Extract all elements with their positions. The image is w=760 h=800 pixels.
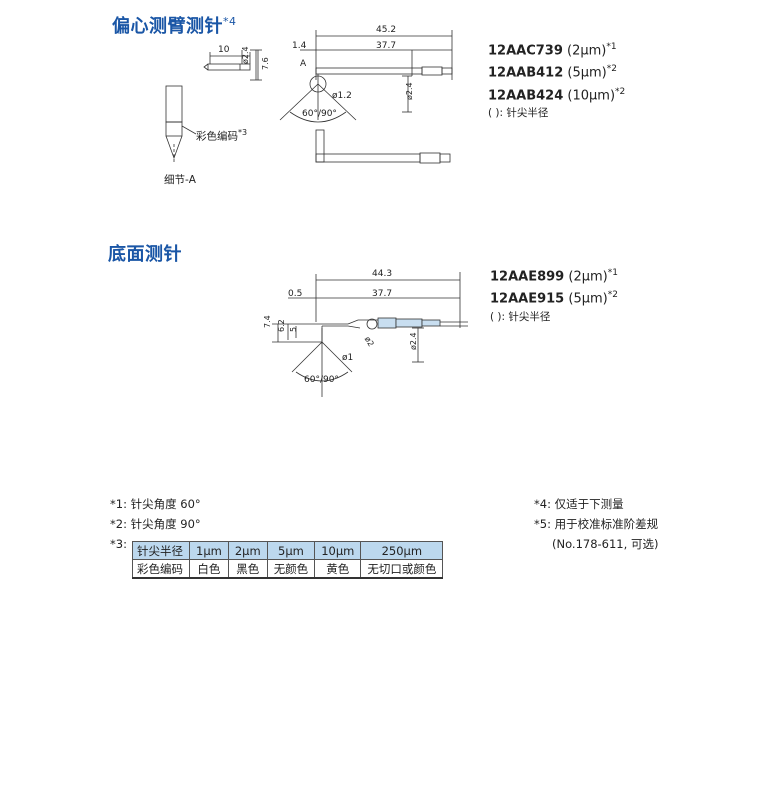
color-code-label-text: 彩色编码 xyxy=(196,130,238,143)
part-spec: (2μm) xyxy=(564,269,608,285)
dim-443: 44.3 xyxy=(372,269,392,279)
dim-62: 6.2 xyxy=(277,319,286,332)
note-mark: *3 xyxy=(110,537,124,551)
tip-radius-legend: ( ): 针尖半径 xyxy=(490,310,551,323)
offset-tip-shaft xyxy=(207,63,251,71)
note-item: *1: 针尖角度 60° xyxy=(110,494,201,514)
part-spec: (2μm) xyxy=(562,43,607,59)
table-cell: 1μm xyxy=(189,541,229,560)
part-code: 12AAE899 xyxy=(490,269,565,285)
note-item: (No.178-611, 可选) xyxy=(534,534,658,554)
dim-5: 5 xyxy=(289,327,298,332)
bottom-part-list: 12AAE899 (2μm)*1 12AAE915 (5μm)*2 ( ): 针… xyxy=(490,264,618,324)
note-item: *2: 针尖角度 90° xyxy=(110,514,201,534)
note-mark: *5 xyxy=(534,517,548,531)
part-number-row: 12AAE899 (2μm)*1 xyxy=(490,264,618,286)
table-cell: 10μm xyxy=(314,541,362,560)
note-item: *4: 仅适于下测量 xyxy=(534,494,658,514)
part-sup: *2 xyxy=(607,290,618,301)
dim-452: 45.2 xyxy=(376,25,396,35)
part-code: 12AAB412 xyxy=(488,65,564,81)
offset-part-list: 12AAC739 (2μm)*1 12AAB412 (5μm)*2 12AAB4… xyxy=(488,38,625,120)
dim-2: ø2 xyxy=(363,335,376,348)
table-cell: 白色 xyxy=(189,559,229,579)
note-item: *3: xyxy=(110,534,201,554)
bottom-stylus-title: 底面测针 xyxy=(108,244,182,265)
note-mark: *4 xyxy=(534,497,548,511)
offset-stylus-title-text: 偏心测臂测针 xyxy=(112,16,223,37)
detail-a-label: 细节-A xyxy=(164,174,196,186)
part-spec: (5μm) xyxy=(563,65,607,81)
dim-12: ø1.2 xyxy=(332,91,352,101)
part-code: 12AAE915 xyxy=(490,291,565,307)
dim-76: 7.6 xyxy=(261,57,270,70)
offset-stylus-title: 偏心测臂测针*4 xyxy=(112,12,237,38)
dim-05: 0.5 xyxy=(288,289,302,299)
dim-24: ø2.4 xyxy=(241,46,250,64)
offset-main-shaft xyxy=(315,67,423,75)
dim-377: 37.7 xyxy=(372,289,392,299)
note-text: : 仅适于下测量 xyxy=(547,497,624,511)
part-sup: *1 xyxy=(606,42,617,52)
notes-left: *1: 针尖角度 60° *2: 针尖角度 90° *3: xyxy=(110,494,201,554)
color-code-label-sup: *3 xyxy=(238,128,248,137)
color-code-table: 针尖半径 1μm 2μm 5μm 10μm 250μm 彩色编码 白色 黑色 无… xyxy=(132,541,444,579)
table-cell: 250μm xyxy=(360,541,444,560)
note-text: : 针尖角度 60° xyxy=(123,497,201,511)
table-cell: 2μm xyxy=(227,541,268,560)
note-mark: *1 xyxy=(110,497,124,511)
mark-a: A xyxy=(300,59,307,69)
notes-right: *4: 仅适于下测量 *5: 用于校准标准阶差规 (No.178-611, 可选… xyxy=(534,494,658,554)
dim-74: 7.4 xyxy=(263,315,272,328)
dim-angle: 60°/90° xyxy=(304,375,339,385)
table-cell: 黄色 xyxy=(314,559,362,579)
dim-24: ø2.4 xyxy=(409,332,418,350)
note-mark: *2 xyxy=(110,517,124,531)
table-cell: 无颜色 xyxy=(266,559,316,579)
offset-stylus-title-sup: *4 xyxy=(223,15,237,28)
part-number-row: 12AAC739 (2μm)*1 xyxy=(488,38,625,60)
table-cell: 5μm xyxy=(266,541,316,560)
part-number-row: 12AAE915 (5μm)*2 xyxy=(490,286,618,308)
part-number-row: 12AAB424 (10μm)*2 xyxy=(488,83,625,105)
note-text: : 针尖角度 90° xyxy=(123,517,201,531)
dim-1: ø1 xyxy=(342,353,353,363)
table-header-row: 针尖半径 1μm 2μm 5μm 10μm 250μm xyxy=(132,541,444,560)
dim-14: 1.4 xyxy=(292,41,307,51)
note-item: *5: 用于校准标准阶差规 xyxy=(534,514,658,534)
part-sup: *2 xyxy=(615,86,626,97)
tip-radius-legend: ( ): 针尖半径 xyxy=(488,106,549,119)
table-cell: 彩色编码 xyxy=(132,559,190,579)
note-text: : 用于校准标准阶差规 xyxy=(547,517,659,531)
part-code: 12AAC739 xyxy=(488,43,563,59)
note-text: (No.178-611, 可选) xyxy=(552,537,659,551)
dim-24b: ø2.4 xyxy=(405,82,414,100)
dim-angle: 60°/90° xyxy=(302,109,337,119)
bottom-stylus-drawing: 44.3 0.5 37.7 7.4 6.2 5 ø1 ø2.4 ø2 60°/9… xyxy=(263,269,468,397)
part-spec: (5μm) xyxy=(564,291,608,307)
table-cell: 黑色 xyxy=(227,559,268,579)
table-cell: 针尖半径 xyxy=(132,541,190,560)
color-code-label: 彩色编码*3 xyxy=(196,128,247,144)
part-code: 12AAB424 xyxy=(488,87,564,103)
part-sup: *1 xyxy=(607,268,618,278)
part-sup: *2 xyxy=(606,64,617,75)
note-text: : xyxy=(123,537,127,551)
part-number-row: 12AAB412 (5μm)*2 xyxy=(488,60,625,82)
detail-a-shaft xyxy=(165,85,183,123)
part-spec: (10μm) xyxy=(563,87,616,103)
dim-377: 37.7 xyxy=(376,41,396,51)
table-row: 彩色编码 白色 黑色 无颜色 黄色 无切口或颜色 xyxy=(132,559,444,579)
dim-10: 10 xyxy=(218,45,230,55)
offset-stylus-drawing: 10 ø2.4 7.6 1.4 45.2 37.7 ø1.2 60°/90° ø… xyxy=(165,25,453,164)
table-cell: 无切口或颜色 xyxy=(360,559,444,579)
